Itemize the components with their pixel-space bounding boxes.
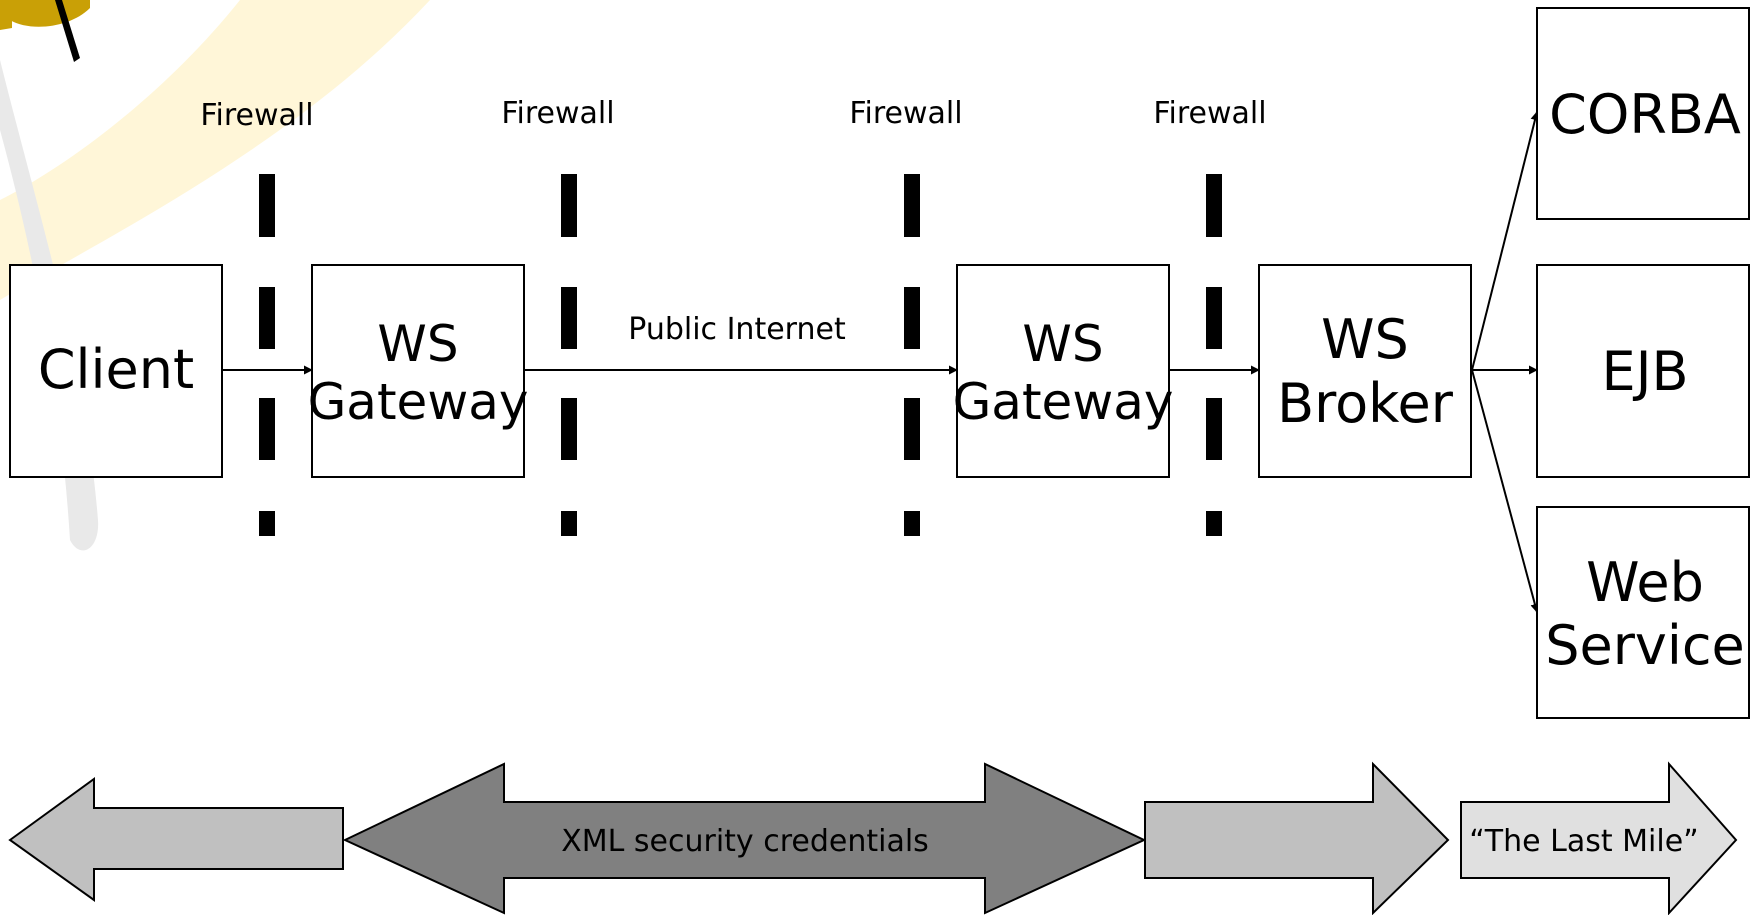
web-service-line1: Web bbox=[1586, 551, 1704, 614]
corba-label: CORBA bbox=[1549, 83, 1741, 146]
last-mile-label: “The Last Mile” bbox=[1469, 824, 1698, 859]
firewall-line-1 bbox=[259, 174, 275, 536]
firewall-line-2 bbox=[561, 174, 577, 536]
client-band-arrow bbox=[8, 777, 344, 902]
ws-gateway-right-node: WS Gateway bbox=[953, 264, 1174, 478]
last-mile-band-arrow bbox=[1460, 761, 1738, 915]
ejb-node: EJB bbox=[1536, 264, 1750, 478]
ws-broker-node: WS Broker bbox=[1258, 264, 1472, 478]
firewall-line-3 bbox=[904, 174, 920, 536]
ws-gateway-left-node: WS Gateway bbox=[308, 264, 529, 478]
public-internet-label: Public Internet bbox=[628, 312, 846, 347]
firewall-label-2: Firewall bbox=[501, 96, 614, 131]
arrow-broker-to-web-service bbox=[1471, 369, 1540, 613]
broker-band-arrow bbox=[1144, 761, 1450, 915]
xml-security-label: XML security credentials bbox=[561, 824, 929, 859]
firewall-label-3: Firewall bbox=[849, 96, 962, 131]
arrow-broker-to-corba bbox=[1471, 111, 1540, 371]
ws-broker-line2: Broker bbox=[1277, 372, 1454, 435]
watermark-yellow-arc bbox=[0, 0, 430, 300]
ws-gateway-left-line2: Gateway bbox=[308, 373, 529, 431]
corba-node: CORBA bbox=[1536, 7, 1750, 220]
firewall-label-4: Firewall bbox=[1153, 96, 1266, 131]
web-service-line2: Service bbox=[1545, 614, 1745, 677]
client-label: Client bbox=[38, 338, 194, 401]
client-node: Client bbox=[9, 264, 223, 478]
ws-gateway-right-line2: Gateway bbox=[953, 373, 1174, 431]
logo-emblem-icon bbox=[0, 0, 90, 62]
web-service-node: Web Service bbox=[1536, 506, 1750, 719]
ws-broker-line1: WS bbox=[1321, 308, 1409, 371]
ws-gateway-right-line1: WS bbox=[1022, 315, 1103, 373]
ejb-label: EJB bbox=[1601, 340, 1688, 403]
firewall-line-4 bbox=[1206, 174, 1222, 536]
firewall-label-1: Firewall bbox=[200, 98, 313, 133]
ws-gateway-left-line1: WS bbox=[377, 315, 458, 373]
